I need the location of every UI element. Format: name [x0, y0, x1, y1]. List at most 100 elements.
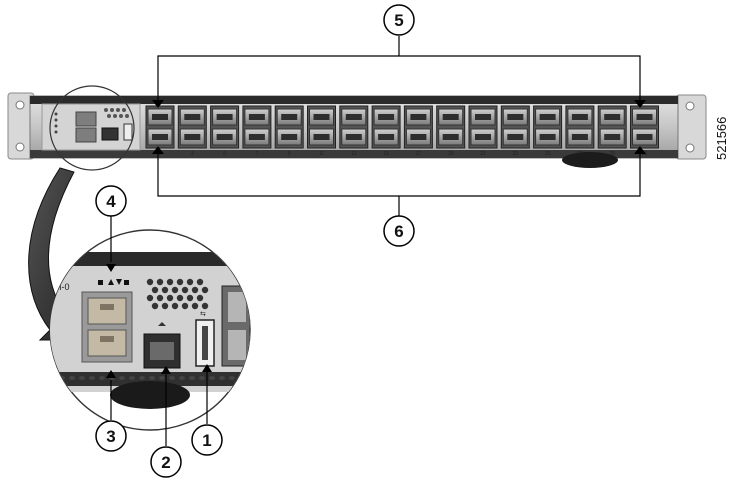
qsfp-port-slot: [152, 114, 168, 120]
qsfp-port-column: 15: [371, 105, 401, 157]
qsfp-port-slot: [216, 134, 233, 140]
qsfp-port-column: 27: [565, 105, 595, 157]
bracket-lower-ports: [157, 150, 641, 216]
qsfp-port-slot: [539, 114, 556, 120]
vent-hole: [181, 286, 189, 294]
qsfp-port-slot: [507, 114, 524, 120]
vent-dot: [189, 376, 195, 380]
vent-hole: [191, 302, 199, 310]
vent-hole: [156, 278, 164, 286]
vent-hole: [201, 302, 209, 310]
callout-1: 1: [191, 424, 223, 456]
qsfp-port-slot: [507, 134, 524, 140]
vent-hole: [166, 294, 174, 302]
callout-6-number: 6: [394, 222, 403, 241]
vent-hole: [176, 278, 184, 286]
port-status-leds: [98, 279, 129, 285]
qsfp-port-column: 25: [533, 105, 563, 157]
vent-hole: [196, 278, 204, 286]
port-number-label: 29: [609, 151, 615, 157]
rj45-console-and-management-ports: [81, 291, 133, 363]
vent-hole: [166, 278, 174, 286]
callout-4-number: 4: [106, 192, 116, 211]
vent-holes: [146, 278, 209, 310]
vent-dot: [219, 376, 225, 380]
vent-dot: [119, 376, 125, 380]
vent-hole: [191, 286, 199, 294]
bracket-upper-ports: [157, 36, 641, 104]
callout-leader-arrowheads: [106, 264, 212, 378]
rj45-port-small: [75, 111, 97, 127]
management-panel: [41, 103, 141, 151]
rj45-port-upper: [87, 297, 127, 325]
vent-hole: [146, 294, 154, 302]
vent-hole: [186, 278, 194, 286]
vent-hole: [196, 294, 204, 302]
callout-2: 2: [150, 446, 182, 478]
sfp-port-small: [101, 127, 119, 141]
qsfp-port-column: 21: [468, 105, 498, 157]
qsfp-port-array: 135791113151719212325272931: [145, 105, 659, 157]
console-label: H-0: [55, 282, 70, 292]
vent-dot: [149, 376, 155, 380]
vent-hole: [171, 286, 179, 294]
rj45-port-lower: [87, 329, 127, 357]
vent-dot: [229, 376, 235, 380]
qsfp-port-slot: [313, 134, 330, 140]
callout-3-number: 3: [106, 427, 115, 446]
vent-hole: [186, 294, 194, 302]
qsfp-port-slot: [636, 114, 653, 120]
qsfp-port-partial: [221, 285, 250, 367]
callout-6: 6: [383, 215, 415, 247]
port-number-label: 15: [383, 151, 389, 157]
qsfp-port-column: 29: [597, 105, 627, 157]
callout-2-number: 2: [161, 453, 170, 472]
vent-hole: [146, 278, 154, 286]
vent-hole: [201, 286, 209, 294]
qsfp-port-column: 13: [339, 105, 369, 157]
right-rack-ear: [675, 94, 707, 160]
qsfp-port-slot: [184, 114, 201, 120]
port-number-label: 21: [480, 151, 486, 157]
qsfp-port-slot: [442, 114, 459, 120]
magnifier-source-circle: [49, 85, 135, 171]
callout-5-number: 5: [394, 11, 403, 30]
qsfp-port-slot: [152, 134, 168, 140]
qsfp-port-column: 9: [274, 105, 304, 157]
vent-hole: [161, 302, 169, 310]
port-number-label: 7: [256, 151, 259, 157]
vent-hole: [161, 286, 169, 294]
port-number-label: 23: [513, 151, 519, 157]
qsfp-port-slot: [281, 114, 298, 120]
vent-dot: [199, 376, 205, 380]
callout-3: 3: [95, 420, 127, 452]
qsfp-port-slot: [345, 114, 362, 120]
vent-hole: [156, 294, 164, 302]
vent-holes-small: [104, 108, 129, 118]
qsfp-port-column: 11: [307, 105, 336, 157]
port-number-label: 17: [416, 151, 422, 157]
svg-text:⇆: ⇆: [200, 311, 206, 318]
qsfp-port-slot: [636, 134, 653, 140]
qsfp-port-slot: [378, 114, 395, 120]
vent-dot: [129, 376, 135, 380]
vent-hole: [176, 294, 184, 302]
vent-dot: [89, 376, 95, 380]
vent-dot: [179, 376, 185, 380]
port-number-label: 9: [288, 151, 291, 157]
qsfp-port-slot: [313, 114, 330, 120]
qsfp-port-slot: [281, 134, 298, 140]
callout-leaders: [110, 216, 208, 446]
qsfp-port-column: 3: [177, 105, 207, 157]
qsfp-port-slot: [539, 134, 556, 140]
callout-1-number: 1: [202, 431, 211, 450]
callout-5: 5: [383, 4, 415, 36]
vent-dot: [50, 376, 55, 380]
vent-dot: [259, 376, 265, 380]
callout-4: 4: [95, 185, 127, 217]
qsfp-port-column: 19: [436, 105, 466, 157]
qsfp-port-slot: [475, 114, 491, 120]
qsfp-port-slot: [345, 134, 362, 140]
qsfp-port-slot: [248, 114, 265, 120]
qsfp-port-slot: [604, 134, 621, 140]
